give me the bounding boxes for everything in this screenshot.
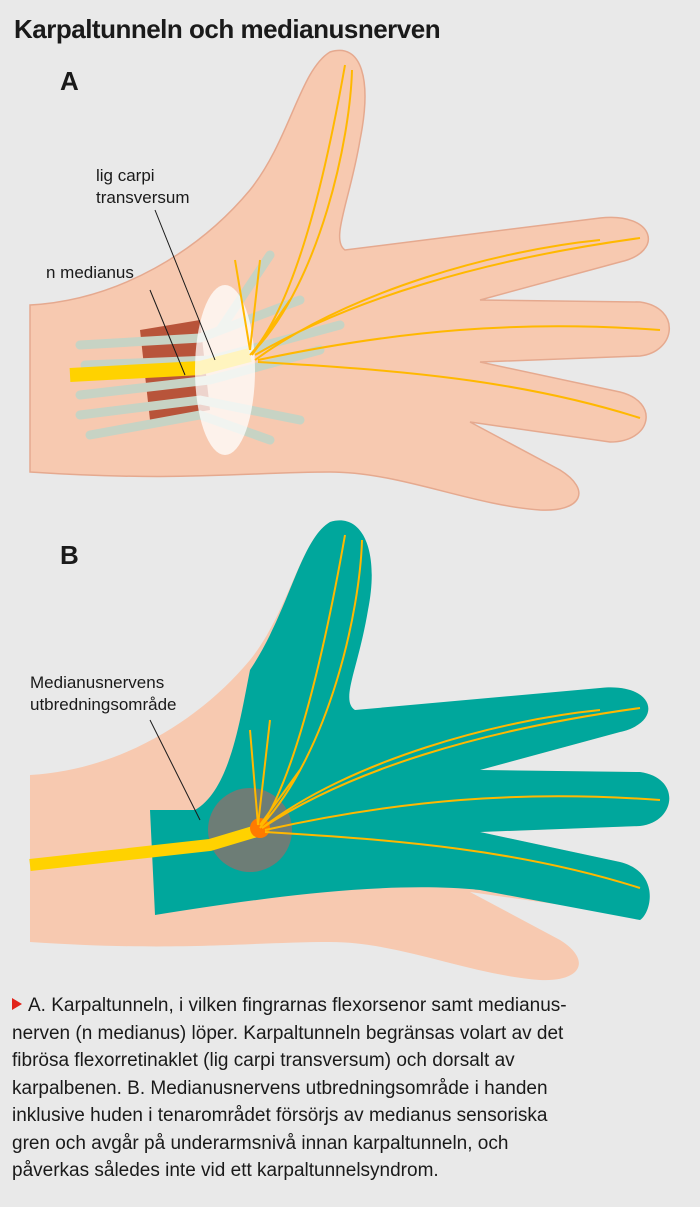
lig-label-line1: lig carpi [96, 166, 155, 185]
n-medianus-label: n medianus [46, 263, 134, 282]
caption-line: påverkas således inte vid ett karpaltunn… [12, 1160, 439, 1181]
caption-line: nerven (n medianus) löper. Karpaltunneln… [12, 1022, 564, 1044]
illustration [29, 49, 670, 981]
caption-line: gren och avgår på underarmsnivå innan ka… [12, 1132, 509, 1154]
area-label: Medianusnervens utbredningsområde [30, 672, 176, 716]
caption-line: inklusive huden i tenarområdet försörjs … [12, 1105, 548, 1126]
panel-a-label: A [60, 66, 79, 96]
caption-line: A. Karpaltunneln, i vilken fingrarnas fl… [12, 992, 692, 1020]
caption: A. Karpaltunneln, i vilken fingrarnas fl… [12, 992, 692, 1185]
lig-carpi-label: lig carpi transversum [96, 165, 190, 209]
panel-b-label: B [60, 540, 79, 570]
caption-line: karpalbenen. B. Medianusnervens utbredni… [12, 1077, 548, 1099]
hand-b [29, 520, 670, 981]
lig-label-line2: transversum [96, 188, 190, 207]
caption-line: fibrösa flexorretinaklet (lig carpi tran… [12, 1050, 515, 1071]
triangle-bullet-icon [12, 998, 22, 1010]
ligament [195, 285, 255, 455]
area-label-line2: utbredningsområde [30, 695, 177, 714]
hand-a [29, 49, 670, 511]
caption-text: A. Karpaltunneln, i vilken fingrarnas fl… [28, 995, 567, 1016]
figure-title: Karpaltunneln och medianusnerven [14, 14, 441, 44]
area-label-line1: Medianusnervens [30, 673, 165, 692]
